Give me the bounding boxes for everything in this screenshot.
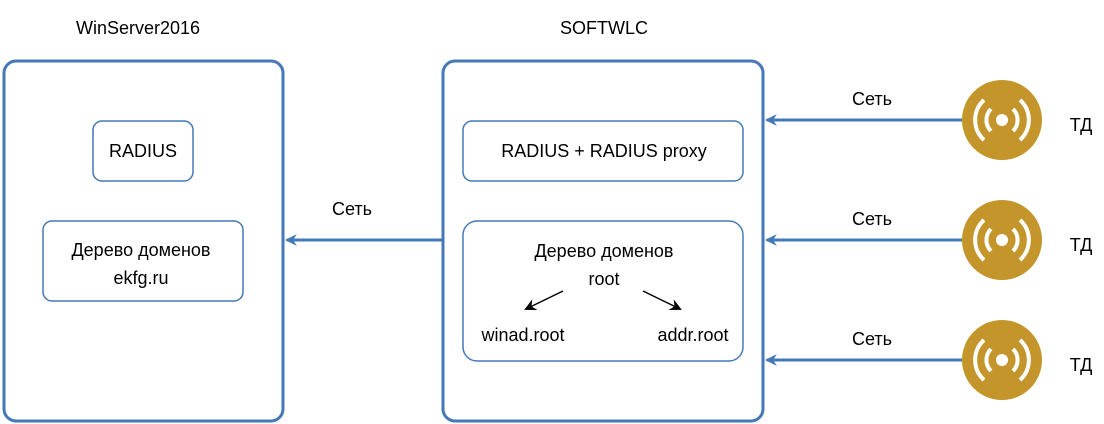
access-point-3: Сеть ТД <box>765 318 1093 402</box>
access-point-1: Сеть ТД <box>765 78 1093 162</box>
tree-child-left: winad.root <box>480 325 564 345</box>
ap-label: ТД <box>1070 115 1093 135</box>
link-label-ap3: Сеть <box>852 329 892 349</box>
access-point-icon <box>960 78 1044 162</box>
radius-proxy-box <box>462 120 744 182</box>
tree-child-right: addr.root <box>657 325 728 345</box>
ap-label: ТД <box>1070 235 1093 255</box>
access-point-icon <box>960 198 1044 282</box>
radius-proxy-label: RADIUS + RADIUS proxy <box>501 141 707 161</box>
link-label-ap2: Сеть <box>852 209 892 229</box>
tree-arrow-left <box>524 290 564 311</box>
access-point-icon <box>960 318 1044 402</box>
center-domain-tree-line1: Дерево доменов <box>534 241 673 261</box>
left-domain-tree-box <box>42 220 244 302</box>
radius-label: RADIUS <box>109 141 177 161</box>
left-domain-tree-line1: Дерево доменов <box>71 240 210 260</box>
access-point-2: Сеть ТД <box>765 198 1093 282</box>
center-domain-tree-box <box>462 220 744 362</box>
center-server-title: SOFTWLC <box>560 18 648 38</box>
link-label-ap1: Сеть <box>852 89 892 109</box>
ap-label: ТД <box>1070 355 1093 375</box>
center-domain-tree-line2: root <box>588 269 619 289</box>
left-server-title: WinServer2016 <box>76 18 200 38</box>
center-server-box <box>441 59 765 423</box>
left-domain-tree-line2: ekfg.ru <box>113 268 168 288</box>
link-label-left: Сеть <box>332 199 372 219</box>
tree-arrow-right <box>642 290 682 311</box>
left-server-box <box>2 59 285 423</box>
radius-box <box>92 120 194 182</box>
